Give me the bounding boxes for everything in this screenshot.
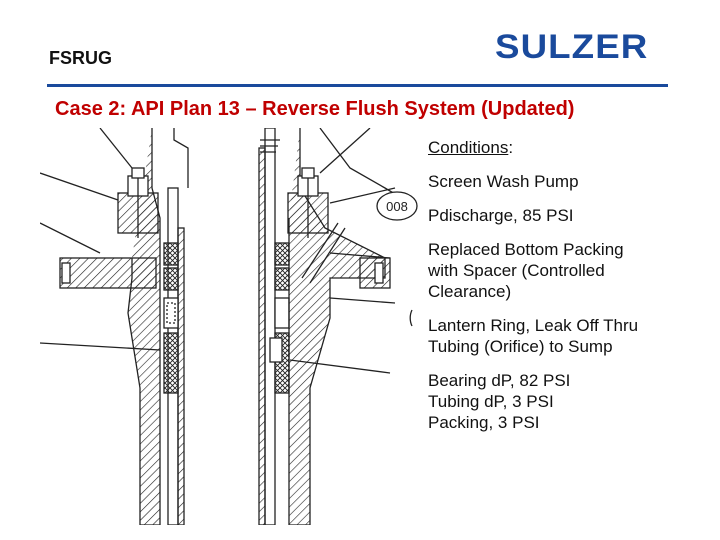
header-label: FSRUG bbox=[49, 48, 112, 68]
condition-item: Screen Wash Pump bbox=[428, 172, 579, 191]
sulzer-logo: SULZER bbox=[495, 28, 649, 66]
condition-item: Bearing dP, 82 PSI Tubing dP, 3 PSI Pack… bbox=[428, 371, 571, 432]
conditions-panel: Conditions: Screen Wash Pump Pdischarge,… bbox=[428, 137, 713, 446]
conditions-heading: Conditions: bbox=[428, 138, 514, 157]
pump-seal-drawing: 008 bbox=[40, 128, 418, 525]
slide-title: Case 2: API Plan 13 – Reverse Flush Syst… bbox=[55, 98, 575, 120]
condition-item: Pdischarge, 85 PSI bbox=[428, 206, 574, 225]
header-divider bbox=[47, 84, 668, 87]
condition-item: Replaced Bottom Packing with Spacer (Con… bbox=[428, 240, 624, 301]
callout-label: 008 bbox=[386, 199, 408, 214]
condition-item: Lantern Ring, Leak Off Thru Tubing (Orif… bbox=[428, 316, 639, 356]
